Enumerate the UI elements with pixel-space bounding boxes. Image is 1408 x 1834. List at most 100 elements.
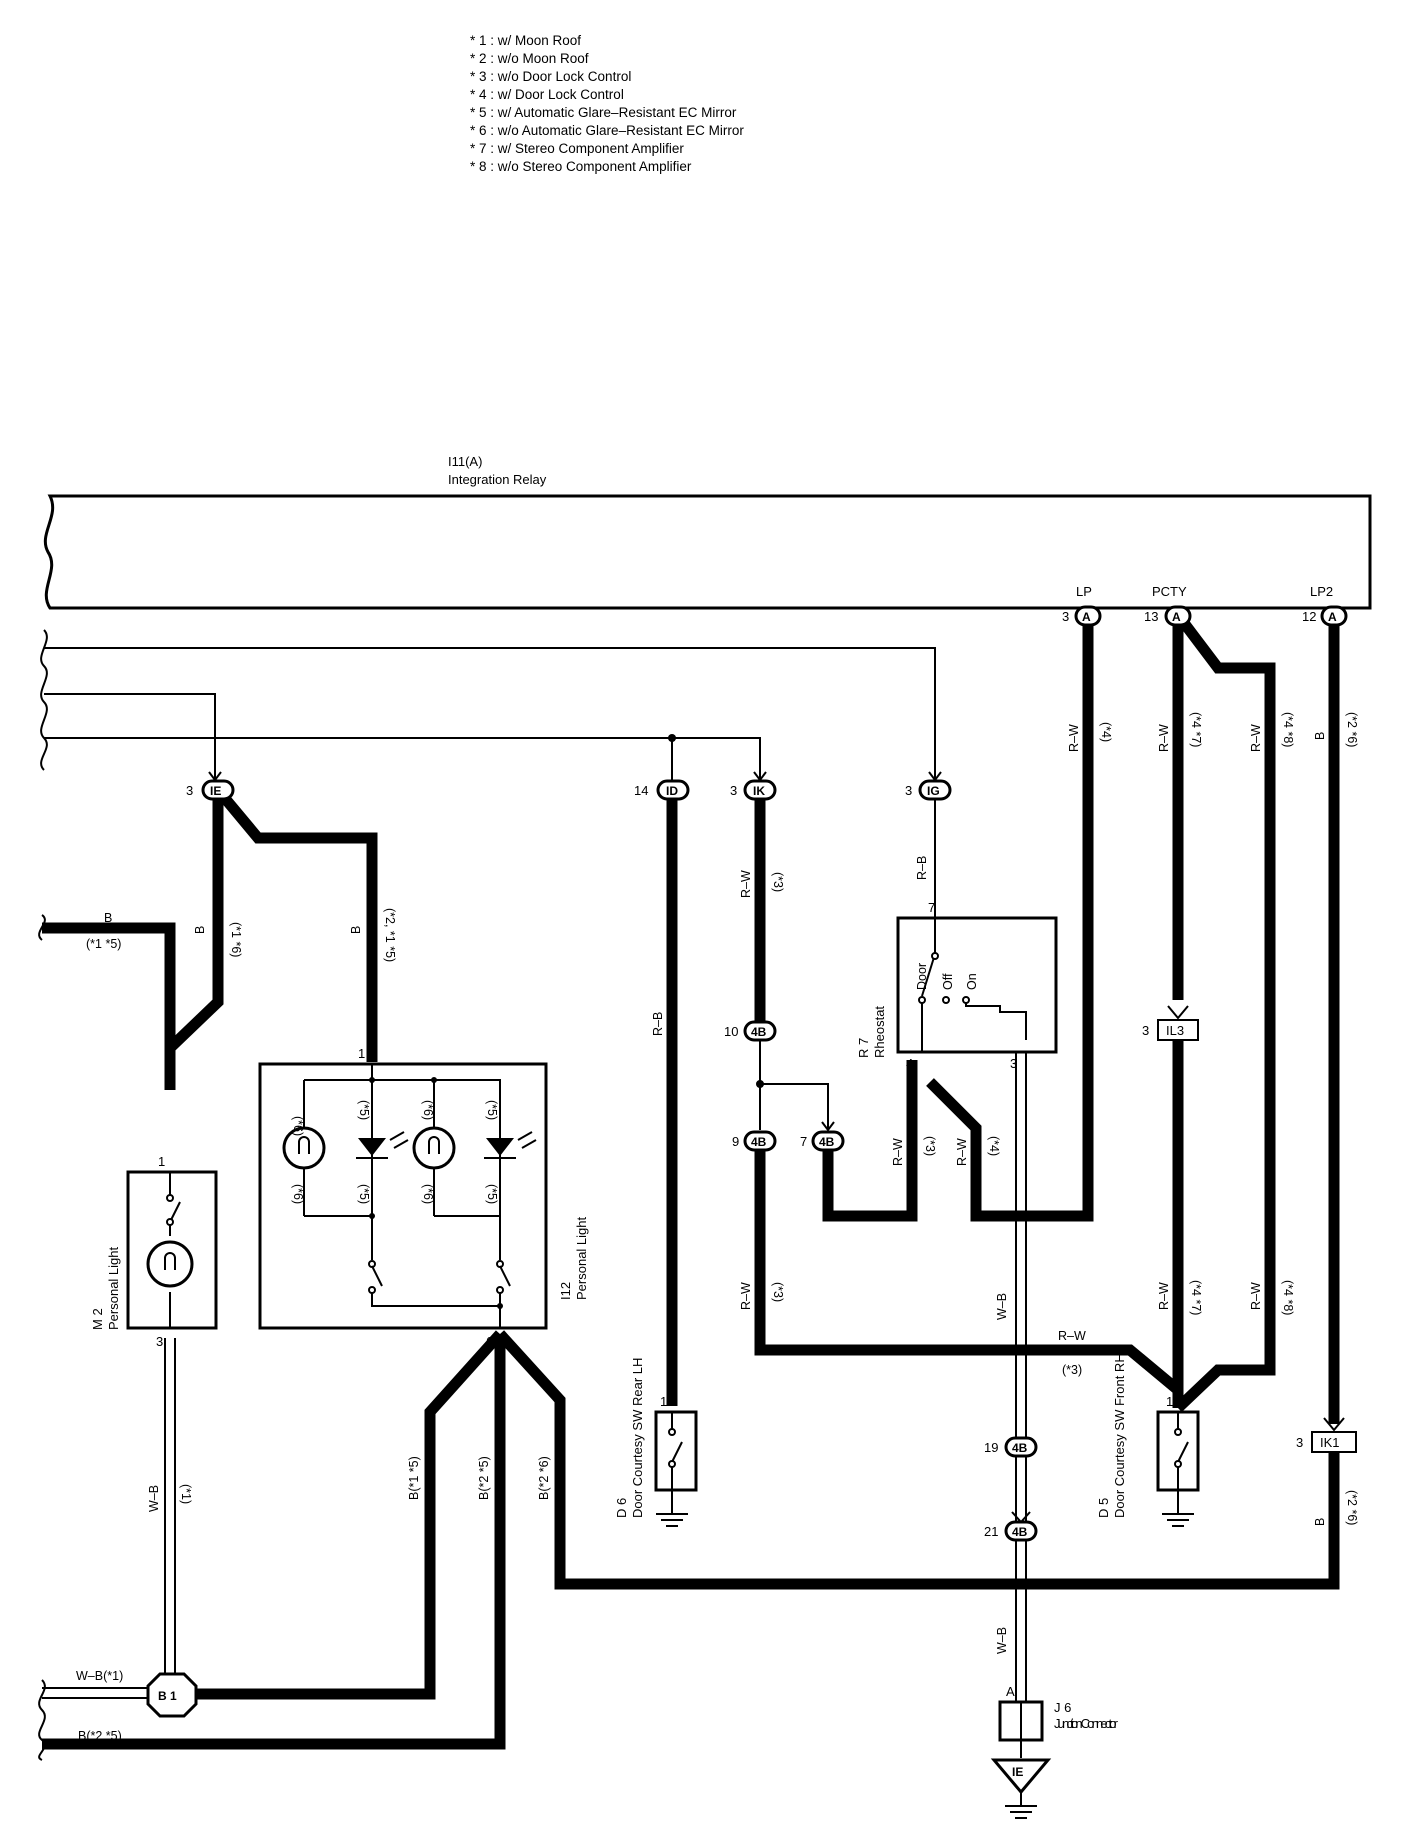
arrow-down-icon-ik1 <box>1323 1417 1345 1432</box>
arrow-down-icon-4b21 <box>1011 1511 1031 1524</box>
wl-wb-r7: W–B <box>995 1293 1009 1320</box>
connector-4b-10-pin: 10 <box>724 1024 738 1039</box>
arrow-down-icon-ie <box>208 771 222 782</box>
wl-b-ie: B <box>193 926 207 934</box>
connector-4b-19-pin: 19 <box>984 1440 998 1455</box>
wl-rw-lp-note: (*4) <box>1099 722 1113 742</box>
m2-pin-bottom: 3 <box>156 1334 163 1349</box>
wl-rw-pcty1-note: (*4 *7) <box>1189 712 1203 747</box>
i12-mark-6: (*5) <box>357 1184 371 1204</box>
connector-4b-9-pin: 9 <box>732 1134 739 1149</box>
wire-b-i12-ik1 <box>495 1330 1340 1590</box>
connector-ik1-name: IK1 <box>1320 1435 1340 1450</box>
feed-line-ie <box>44 693 216 780</box>
wl-rw-9: R–W <box>739 1282 753 1310</box>
wl-b-lp2: B <box>1313 732 1327 740</box>
connector-4b-7-pin: 7 <box>800 1134 807 1149</box>
d6-name: Door Courtesy SW Rear LH <box>630 1358 645 1518</box>
i12-led-icon-1 <box>358 1138 386 1156</box>
note-7: * 7 : w/ Stereo Component Amplifier <box>470 141 684 156</box>
terminal-pcty-name: PCTY <box>1152 584 1187 599</box>
connector-ie: IE 3 <box>186 779 235 801</box>
connector-ig-name: IG <box>927 784 940 798</box>
connector-4b-7: 4B 7 <box>800 1130 845 1152</box>
d6-code: D 6 <box>614 1498 629 1518</box>
arrow-icons <box>208 771 1345 1524</box>
terminal-lp-conn: A <box>1082 610 1091 624</box>
d5-ground-icon <box>1162 1513 1194 1527</box>
wl-b-25: B(*2 *5) <box>477 1456 491 1500</box>
wl-rw-d5b-note: (*4 *8) <box>1281 1280 1295 1315</box>
j6-name: Junction Connector <box>1054 1716 1119 1731</box>
i12-pin-top: 1 <box>358 1046 365 1061</box>
m2-pin-top: 1 <box>158 1154 165 1169</box>
wl-b-ie-note: (*1 *6) <box>229 922 243 957</box>
note-2: * 2 : w/o Moon Roof <box>470 51 589 66</box>
wl-rw-r7b: R–W <box>955 1138 969 1166</box>
connector-ik-pin: 3 <box>730 783 737 798</box>
left-break-1 <box>40 629 48 771</box>
wl-b-i12: B <box>349 926 363 934</box>
note-4: * 4 : w/ Door Lock Control <box>470 87 624 102</box>
connector-4b-7-name: 4B <box>819 1135 835 1149</box>
wire-rw-pcty2 <box>1173 611 1276 1412</box>
wl-wb-m2-note: (*1) <box>179 1484 193 1504</box>
wl-rw-r7a: R–W <box>891 1138 905 1166</box>
wl-wb-m2: W–B <box>147 1485 161 1512</box>
wl-rb-ig: R–B <box>915 856 929 880</box>
connector-ik1: IK1 3 <box>1296 1431 1357 1453</box>
wl-b-ik1: B <box>1313 1518 1327 1526</box>
wire-wb-r7-j6 <box>1015 1040 1027 1702</box>
wl-b-26: B(*2 *6) <box>537 1456 551 1500</box>
junction-dot <box>668 734 676 742</box>
connector-id-name: ID <box>666 784 678 798</box>
connector-ig: IG 3 <box>905 779 952 801</box>
arrow-down-icon-4b7 <box>821 1121 835 1132</box>
i12-pin-bottom: 6 <box>486 1334 493 1349</box>
d5-name: Door Courtesy SW Front RH <box>1112 1353 1127 1518</box>
wl-b-lp2-note: (*2 *6) <box>1345 712 1359 747</box>
r7-pin-left: 4 <box>906 1056 913 1071</box>
i12-led-icon-2 <box>486 1138 514 1156</box>
wl-rw-pcty2-note: (*4 *8) <box>1281 712 1295 747</box>
connector-ik1-pin: 3 <box>1296 1435 1303 1450</box>
m2-bulb-icon <box>146 1240 194 1288</box>
connector-4b-9-name: 4B <box>751 1135 767 1149</box>
r7-code: R 7 <box>856 1038 871 1058</box>
wire-rw-lp <box>926 615 1094 1222</box>
i12-mark-2: (*5) <box>357 1100 371 1120</box>
connector-4b-19-name: 4B <box>1012 1441 1028 1455</box>
r7-pin-top: 7 <box>928 900 935 915</box>
wl-rw-h-note: (*3) <box>1062 1363 1082 1377</box>
connector-4b-21-pin: 21 <box>984 1524 998 1539</box>
wl-wb-b1: W–B(*1) <box>76 1669 123 1683</box>
i12-mark-4: (*5) <box>485 1100 499 1120</box>
connector-il3-pin: 3 <box>1142 1023 1149 1038</box>
wire-b-i12-left <box>42 1334 506 1750</box>
wl-b-b1: B(*2 *5) <box>78 1729 122 1743</box>
i12-mark-5: (*6) <box>291 1184 305 1204</box>
terminal-pcty-connector: A 13 <box>1144 605 1192 627</box>
connector-ie-name: IE <box>210 784 221 798</box>
connector-4b-19: 4B 19 <box>984 1436 1038 1458</box>
wl-rw-lp: R–W <box>1067 724 1081 752</box>
arrow-down-icon-il3 <box>1167 1005 1189 1020</box>
connector-ik: IK 3 <box>730 779 777 801</box>
wire-rw-7-r7 <box>822 1060 918 1222</box>
i12-bulb-icon-2 <box>412 1126 456 1170</box>
wire-wb-m2-b1 <box>164 1338 176 1680</box>
note-5: * 5 : w/ Automatic Glare–Resistant EC Mi… <box>470 105 737 120</box>
connector-b1-name: B 1 <box>158 1689 177 1703</box>
arrow-down-icon-ik <box>753 771 767 782</box>
connector-id-pin: 14 <box>634 783 648 798</box>
wl-b-i12-note: (*2, *1 *5) <box>383 908 397 962</box>
wire-b-ie-i12 <box>213 786 378 1062</box>
j6-ground-icon <box>1005 1792 1037 1819</box>
r7-pos-door: Door <box>915 963 929 990</box>
wl-rw-r7b-note: (*4) <box>987 1136 1001 1156</box>
notes-legend: * 1 : w/ Moon Roof * 2 : w/o Moon Roof *… <box>470 32 744 176</box>
d6-door-courtesy-sw: 1 D 6 Door Courtesy SW Rear LH <box>614 1358 698 1527</box>
wire-4b-split <box>759 1040 829 1130</box>
terminal-lp-pin: 3 <box>1062 609 1069 624</box>
